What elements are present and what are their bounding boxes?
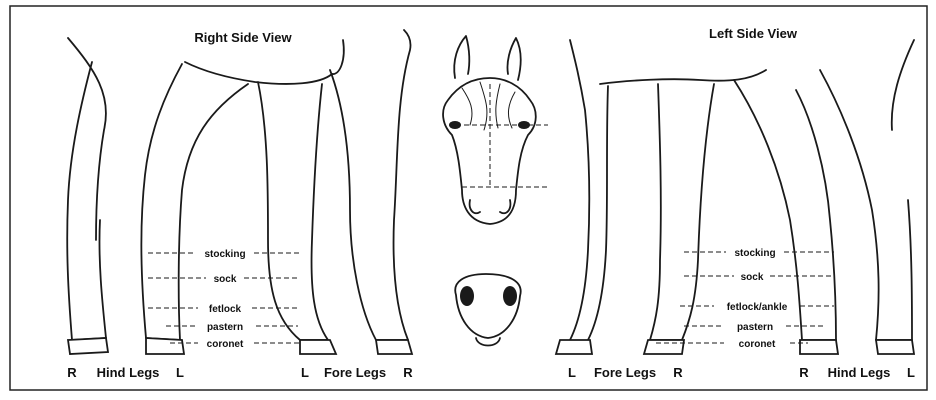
left-side-view-title: Left Side View [709,26,798,41]
head-outline [443,78,536,224]
left-view-label-l-hind: L [907,365,915,380]
left-fore-leg-far-inner [588,86,608,340]
right-fore-hoof-near [300,340,336,354]
right-marking-sock: sock [214,274,237,285]
left-marking-fetlock-ankle: fetlock/ankle [727,302,788,313]
right-view-label-hind-legs: Hind Legs [97,365,160,380]
right-fore-leg-far [330,30,411,340]
left-marking-stocking: stocking [734,248,775,259]
right-marking-coronet: coronet [207,339,244,350]
right-view-label-l-hind: L [176,365,184,380]
horse-head-front [443,36,548,224]
left-ear [454,36,469,78]
right-fore-hoof-far [376,340,412,354]
right-view-label-r-hind: R [67,365,77,380]
left-view-label-fore-legs: Fore Legs [594,365,656,380]
left-hind-rump [892,40,914,130]
left-hind-hoof-near [800,340,838,354]
left-nostril [460,286,474,306]
right-hind-hoof-back [68,338,108,354]
left-view-label-r-fore: R [673,365,683,380]
left-view-label-l-fore: L [568,365,576,380]
left-view-label-r-hind: R [799,365,809,380]
chin [476,338,500,346]
left-side-view: Left Side View stocking sock fetlock/ank… [556,26,915,380]
right-side-view: Right Side View stocking sock fetlock pa… [67,30,413,380]
left-fore-leg-far [570,40,589,340]
right-hind-leg-front [141,64,248,340]
left-view-label-hind-legs: Hind Legs [828,365,891,380]
forelock [462,82,515,130]
right-fore-shoulder [332,40,344,74]
right-marking-stocking: stocking [204,249,245,260]
left-fore-leg-near [650,84,714,340]
right-view-label-r-fore: R [403,365,413,380]
muzzle-outline [455,274,520,338]
left-fore-hoof-near [644,340,684,354]
right-side-view-title: Right Side View [194,30,292,45]
right-marking-pastern: pastern [207,322,243,333]
right-ear [507,38,520,80]
muzzle-bottom-view [455,274,520,346]
left-hind-leg-near [734,80,836,340]
left-hind-hoof-far [876,340,914,354]
right-nostril [503,286,517,306]
right-fore-leg-near [258,82,328,340]
right-marking-fetlock: fetlock [209,304,242,315]
right-belly-line [185,62,332,84]
left-marking-coronet: coronet [739,339,776,350]
left-hind-leg-far [820,70,912,340]
right-hind-rump [68,38,106,240]
left-marking-sock: sock [741,272,764,283]
right-view-label-fore-legs: Fore Legs [324,365,386,380]
nostrils [470,200,511,213]
left-marking-pastern: pastern [737,322,773,333]
left-fore-hoof-far [556,340,592,354]
right-view-label-l-fore: L [301,365,309,380]
right-hind-hoof-front [146,338,184,354]
right-hind-leg-back [67,62,106,340]
left-belly-line [600,70,766,84]
